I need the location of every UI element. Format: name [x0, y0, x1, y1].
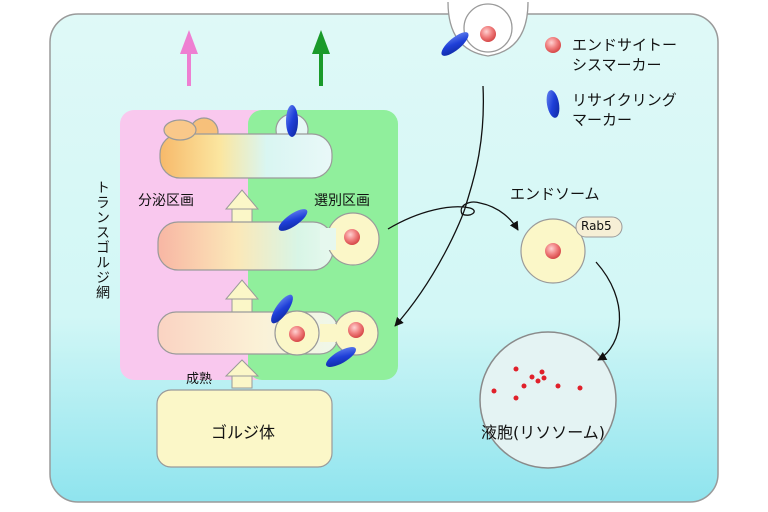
secretory-compartment-label: 分泌区画	[138, 193, 194, 209]
legend-endocytosis-label: エンドサイトー シスマーカー	[572, 36, 678, 74]
recycling-marker-low-1	[271, 294, 293, 324]
vacuole-label: 液胞(リソソーム)	[481, 423, 606, 442]
trans-cisterna-low	[157, 310, 379, 356]
golgi-body-label: ゴルジ体	[211, 423, 276, 442]
endocytosis-marker-endosome	[545, 243, 561, 259]
rab5-label: Rab5	[581, 219, 612, 233]
legend-recycling-label: リサイクリング マーカー	[572, 91, 677, 129]
legend-endocytosis-icon	[545, 37, 561, 53]
sorting-compartment-label: 選別区画	[314, 193, 370, 209]
endocytosis-marker-middle	[344, 229, 360, 245]
endosome-label: エンドソーム	[510, 185, 600, 203]
recycling-marker-middle	[278, 209, 308, 231]
green-exit-arrow	[312, 30, 330, 86]
vacuole-contents	[491, 366, 583, 401]
recycling-marker-top	[286, 105, 298, 137]
upward-arrow-1	[224, 189, 260, 210]
legend-recycling-icon	[546, 90, 560, 118]
recycling-marker-incoming	[441, 32, 469, 56]
pink-exit-arrow	[180, 30, 198, 86]
endocytosis-marker-low-1	[289, 326, 305, 342]
recycling-marker-low-2	[325, 347, 357, 367]
endocytosis-marker-low-2	[348, 322, 364, 338]
vacuole	[479, 331, 617, 469]
trans-golgi-network-label: トランスゴルジ網	[94, 180, 110, 300]
endocytosis-marker-incoming	[480, 26, 496, 42]
maturation-label: 成熟	[186, 372, 213, 387]
endosome-to-vacuole-arrow	[595, 261, 621, 361]
golgi-body	[156, 389, 333, 468]
upward-arrow-2	[224, 279, 260, 300]
maturation-arrow	[224, 359, 260, 377]
rab5-badge	[575, 216, 623, 238]
endocytic-route-arrow	[394, 85, 485, 327]
sorting-to-endosome-arrow	[387, 201, 519, 231]
